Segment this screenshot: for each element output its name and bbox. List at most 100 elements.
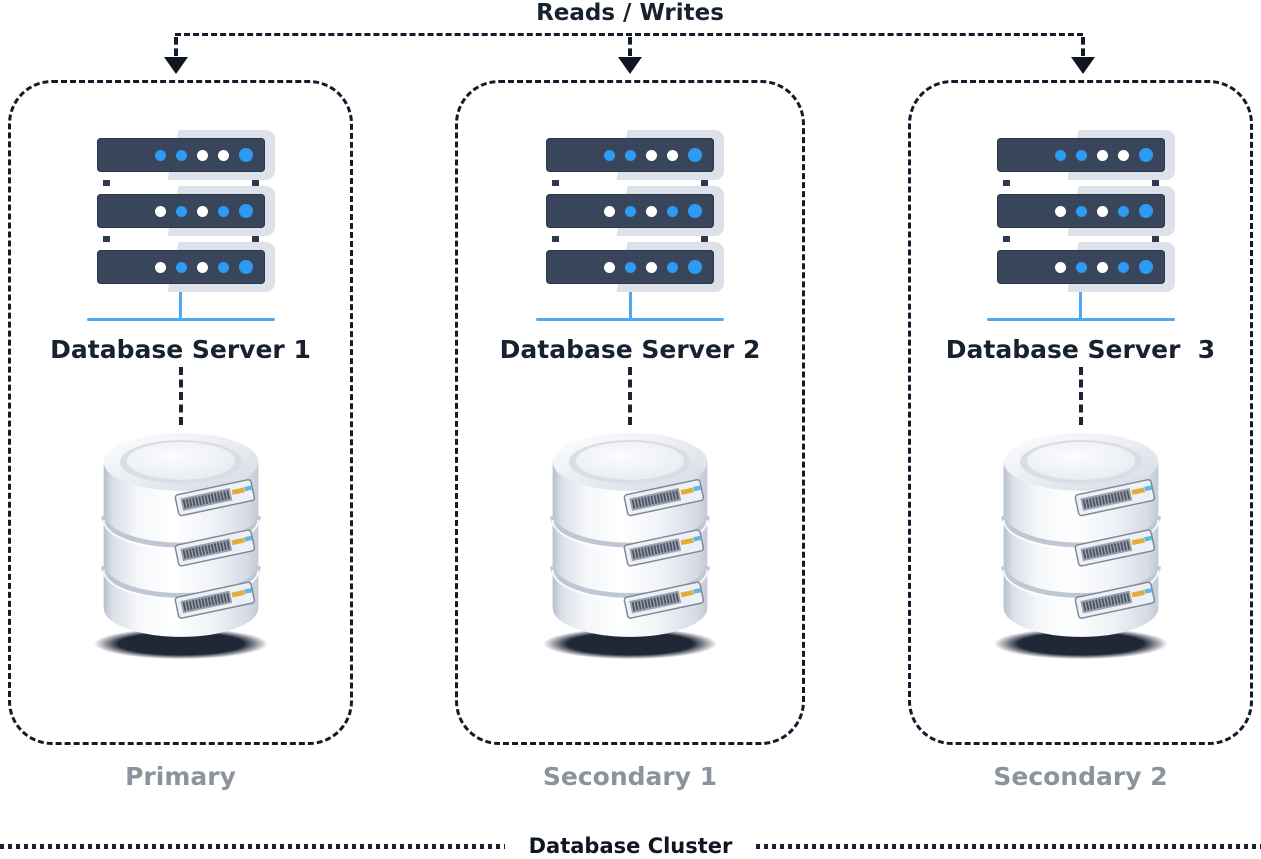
server-db-connector [178, 367, 183, 425]
status-dot [1138, 260, 1153, 274]
bus-drop-stub [1081, 37, 1085, 56]
status-dot [154, 205, 166, 217]
status-dot [688, 148, 702, 162]
server-faceplate [96, 194, 265, 228]
footer-dash-line [756, 843, 1261, 849]
status-dot [238, 260, 253, 274]
status-dot [667, 205, 678, 217]
server-faceplate [996, 138, 1165, 172]
bus-drop-primary [164, 37, 188, 74]
status-dot [217, 261, 229, 273]
status-dot [1054, 149, 1066, 161]
status-dot [646, 261, 657, 273]
server-faceplate [546, 194, 714, 228]
server-faceplate [96, 250, 265, 284]
database-cylinder-icon [541, 425, 719, 667]
status-dot [238, 148, 253, 162]
server-unit [86, 242, 275, 292]
status-dot [646, 205, 657, 217]
network-stem-line [1079, 292, 1082, 318]
status-dot [1096, 205, 1108, 217]
server-faceplate [996, 250, 1165, 284]
status-dot [625, 261, 636, 273]
status-dot [1138, 204, 1153, 218]
role-label: Primary [125, 762, 236, 791]
server-rack-icon [986, 130, 1175, 292]
status-dot [196, 205, 208, 217]
bus-drop-stub [174, 37, 178, 56]
server-unit [536, 130, 724, 180]
reads-writes-bus-line [175, 33, 1083, 36]
server-db-connector [1078, 367, 1083, 425]
server-unit [536, 186, 724, 236]
network-base-line [986, 318, 1175, 321]
bus-drop-secondary-1 [618, 37, 642, 74]
server-unit [86, 130, 275, 180]
server-db-connector [628, 367, 632, 425]
status-dot [1096, 149, 1108, 161]
database-cylinder-icon [92, 425, 270, 667]
status-dot [196, 149, 208, 161]
network-base-line [536, 318, 724, 321]
status-dot [604, 149, 615, 161]
status-dot [1096, 261, 1108, 273]
cluster-footer: Database Cluster [0, 831, 1261, 859]
server-unit [986, 242, 1175, 292]
status-dot [154, 261, 166, 273]
server-rack-icon [536, 130, 724, 292]
server-faceplate [546, 250, 714, 284]
network-stem-line [179, 292, 182, 318]
server-unit [986, 130, 1175, 180]
server-name-label: Database Server 1 [50, 335, 311, 364]
status-dot [175, 205, 187, 217]
server-unit [986, 186, 1175, 236]
status-dot [1117, 149, 1129, 161]
status-dot [1138, 148, 1153, 162]
status-dot [646, 149, 657, 161]
server-faceplate [546, 138, 714, 172]
role-label: Secondary 2 [993, 762, 1168, 791]
database-cylinder-icon [992, 425, 1170, 667]
status-dot [667, 149, 678, 161]
server-faceplate [996, 194, 1165, 228]
group-secondary-2: Database Server 3 Secondary 2 [908, 80, 1253, 791]
reads-writes-label: Reads / Writes [536, 0, 724, 26]
status-dot [604, 205, 615, 217]
arrow-down-icon [618, 57, 642, 74]
server-rack-icon [86, 130, 275, 292]
network-base-line [86, 318, 275, 321]
bus-drop-secondary-2 [1071, 37, 1095, 74]
server-name-label: Database Server 2 [499, 335, 761, 364]
status-dot [217, 205, 229, 217]
arrow-down-icon [164, 57, 188, 74]
server-unit [536, 242, 724, 292]
status-dot [196, 261, 208, 273]
status-dot [604, 261, 615, 273]
group-secondary-1: Database Server 2 Secondary 1 [455, 80, 805, 791]
status-dot [217, 149, 229, 161]
status-dot [238, 204, 253, 218]
status-dot [1117, 205, 1129, 217]
status-dot [1075, 261, 1087, 273]
server-faceplate [96, 138, 265, 172]
group-primary: Database Server 1 Primary [8, 80, 353, 791]
cluster-label: Database Cluster [528, 834, 733, 858]
status-dot [1075, 205, 1087, 217]
status-dot [625, 149, 636, 161]
footer-dash-line [0, 843, 505, 849]
status-dot [1117, 261, 1129, 273]
server-name-label: Database Server 3 [945, 335, 1216, 364]
status-dot [667, 261, 678, 273]
status-dot [1054, 261, 1066, 273]
role-label: Secondary 1 [542, 762, 718, 791]
status-dot [1075, 149, 1087, 161]
status-dot [688, 204, 702, 218]
network-stem-line [628, 292, 632, 318]
status-dot [154, 149, 166, 161]
bus-drop-stub [628, 37, 632, 56]
arrow-down-icon [1071, 57, 1095, 74]
status-dot [688, 260, 702, 274]
status-dot [175, 261, 187, 273]
status-dot [625, 205, 636, 217]
